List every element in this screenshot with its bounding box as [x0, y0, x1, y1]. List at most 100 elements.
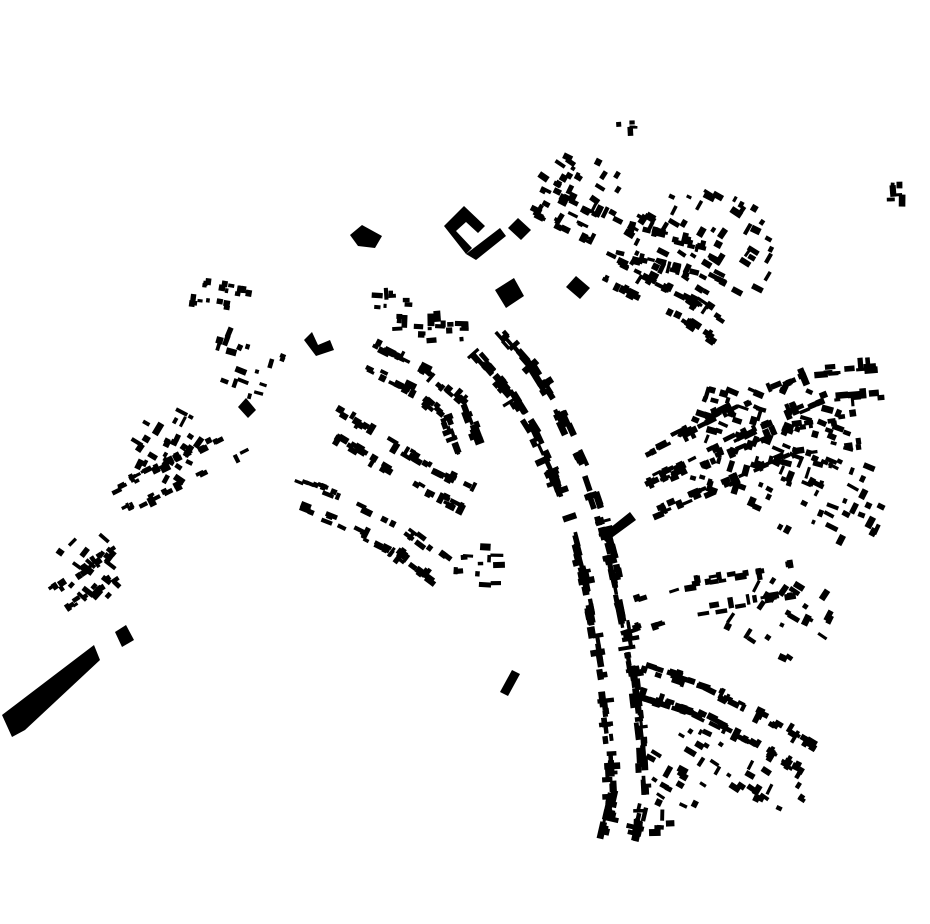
building-footprint: [634, 716, 644, 722]
building-footprint: [668, 668, 684, 679]
building-footprint: [615, 249, 625, 257]
building-footprint: [835, 391, 849, 400]
building-footprint: [857, 511, 866, 519]
building-footprint: [179, 442, 188, 452]
building-footprint: [567, 210, 579, 219]
building-footprint: [635, 763, 642, 773]
building-footprint: [757, 481, 764, 488]
building-footprint: [301, 479, 310, 486]
building-footprint: [877, 394, 885, 401]
building-footprint: [142, 419, 151, 427]
building-footprint: [708, 720, 722, 731]
building-footprint: [834, 408, 843, 419]
building-footprint: [557, 197, 568, 207]
building-footprint: [159, 463, 172, 474]
building-footprint: [736, 404, 749, 412]
building-footprint: [90, 582, 98, 591]
building-footprint: [716, 227, 729, 240]
building-footprint: [447, 321, 454, 327]
building-footprint: [186, 432, 195, 441]
building-footprint: [63, 602, 73, 612]
building-footprint: [815, 397, 826, 407]
building-footprint: [433, 401, 441, 410]
building-footprint: [74, 571, 83, 581]
building-footprint: [729, 206, 744, 219]
building-footprint: [559, 224, 571, 235]
building-footprint: [239, 447, 250, 455]
building-footprint: [195, 469, 205, 477]
building-footprint: [204, 436, 213, 445]
building-footprint: [606, 750, 617, 756]
building-footprint: [676, 767, 687, 778]
building-footprint: [50, 581, 60, 591]
building-footprint: [56, 577, 68, 588]
building-footprint: [708, 601, 720, 609]
building-footprint: [764, 235, 773, 243]
building-footprint: [669, 473, 680, 483]
building-footprint: [437, 383, 446, 392]
building-footprint: [595, 637, 603, 654]
building-footprint: [362, 537, 370, 544]
building-footprint: [589, 194, 601, 206]
building-footprint: [760, 765, 772, 777]
building-footprint: [478, 581, 492, 588]
building-footprint: [796, 455, 805, 469]
building-footprint: [214, 436, 225, 445]
building-footprint: [510, 392, 522, 406]
building-footprint: [634, 274, 644, 285]
building-footprint: [858, 474, 867, 483]
building-footprint: [686, 243, 696, 250]
building-footprint: [110, 575, 120, 584]
building-footprint: [737, 200, 745, 209]
building-footprint: [689, 475, 697, 481]
building-footprint: [749, 415, 759, 426]
building-footprint: [651, 469, 662, 477]
building-footprint: [72, 602, 79, 608]
building-footprint: [783, 408, 793, 421]
building-footprint: [720, 723, 729, 735]
building-footprint: [449, 428, 455, 435]
building-footprint: [602, 710, 609, 718]
building-footprint: [687, 490, 693, 498]
building-footprint: [697, 681, 711, 690]
building-footprint: [551, 479, 561, 495]
building-footprint: [726, 410, 737, 419]
building-footprint: [654, 257, 663, 266]
building-footprint: [713, 239, 724, 250]
building-footprint: [765, 382, 773, 393]
building-footprint: [188, 299, 196, 308]
building-footprint: [755, 794, 765, 803]
building-footprint: [463, 405, 470, 415]
building-footprint: [855, 437, 862, 445]
building-footprint: [605, 250, 617, 260]
building-footprint: [333, 434, 341, 442]
building-footprint: [636, 724, 648, 730]
building-footprint: [224, 288, 229, 294]
building-footprint: [494, 330, 506, 344]
building-footprint: [665, 698, 675, 706]
building-footprint: [585, 604, 591, 616]
building-footprint: [645, 476, 655, 489]
building-footprint: [71, 561, 82, 570]
building-footprint: [704, 302, 712, 310]
building-footprint: [225, 347, 238, 357]
building-footprint: [690, 415, 700, 424]
building-footprint: [665, 820, 675, 827]
building-footprint: [594, 517, 611, 525]
building-footprint: [701, 728, 713, 738]
building-footprint: [741, 427, 758, 440]
building-footprint: [174, 462, 183, 471]
building-footprint: [532, 211, 544, 220]
building-footprint: [487, 554, 492, 563]
building-footprint: [695, 199, 704, 211]
building-footprint: [163, 437, 171, 445]
building-footprint: [670, 672, 677, 678]
building-footprint: [681, 424, 692, 438]
building-footprint: [354, 445, 367, 457]
northern-complex-wing: [466, 228, 506, 260]
building-footprint: [455, 392, 467, 404]
building-footprint: [426, 337, 437, 344]
building-footprint: [467, 415, 475, 426]
building-footprint: [648, 828, 661, 837]
building-footprint: [187, 414, 194, 420]
